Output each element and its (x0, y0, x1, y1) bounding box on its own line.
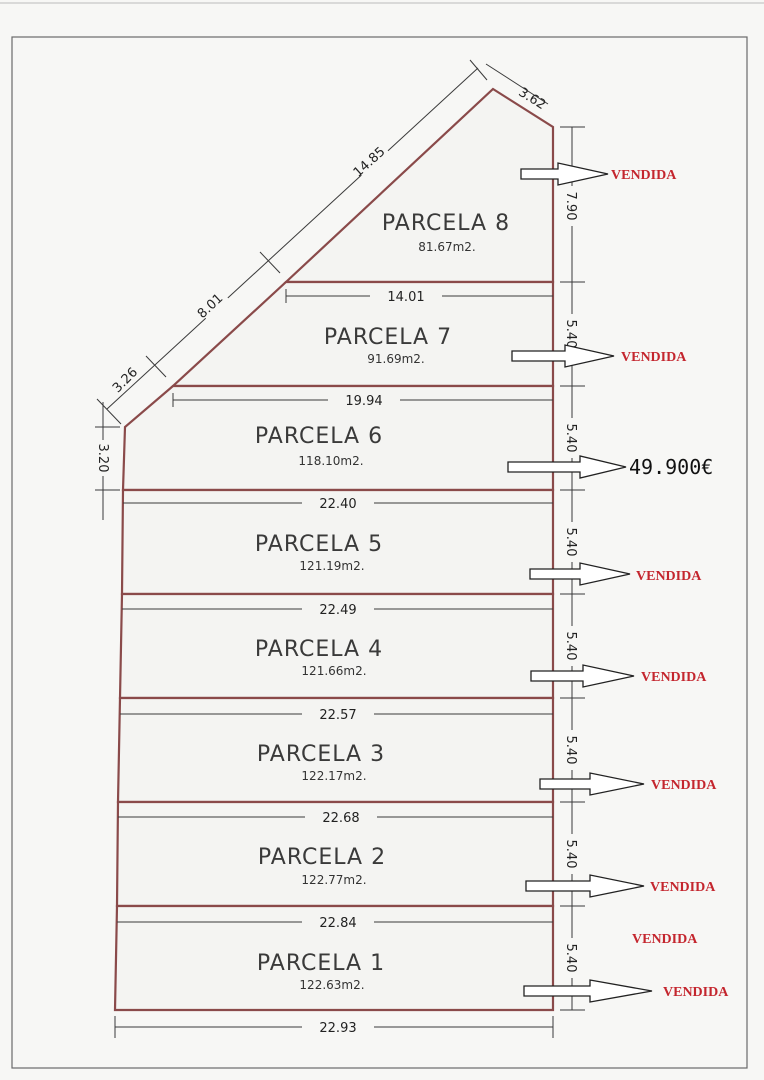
status-parcel-3: VENDIDA (651, 778, 717, 793)
dim-depth-parcel-8: 7.90 (563, 192, 578, 221)
parcel-6-area: 118.10m2. (298, 454, 363, 468)
status-parcel-2: VENDIDA (650, 880, 716, 895)
price-parcel-6: 49.900€ (629, 455, 713, 479)
parcel-2-area: 122.77m2. (301, 873, 366, 887)
parcel-5-title: PARCELA 5 (255, 532, 383, 557)
parcel-2-title: PARCELA 2 (258, 845, 386, 870)
parcel-1-area: 122.63m2. (299, 978, 364, 992)
arrow-right-icon (523, 979, 653, 1003)
parcel-8-area: 81.67m2. (418, 240, 476, 254)
status-parcel-1: VENDIDA (663, 985, 729, 1000)
parcel-polygons (113, 87, 555, 1012)
parcel-8-title: PARCELA 8 (382, 211, 510, 236)
status-parcel-5: VENDIDA (636, 569, 702, 584)
status-parcel-4: VENDIDA (641, 670, 707, 685)
parcel-1[interactable] (113, 904, 555, 1012)
arrow-right-icon (507, 455, 627, 479)
dim-width-parcel-4: 22.49 (319, 603, 356, 618)
dim-width-parcel-2: 22.68 (322, 811, 359, 826)
arrow-right-icon (530, 664, 635, 688)
parcel-1-title: PARCELA 1 (257, 951, 385, 976)
dim-depth-parcel-4: 5.40 (563, 632, 578, 661)
parcel-4-title: PARCELA 4 (255, 637, 383, 662)
status-arrows (507, 162, 653, 1003)
dim-depth-parcel-5: 5.40 (563, 528, 578, 557)
status-extra: VENDIDA (632, 932, 698, 947)
parcel-3-area: 122.17m2. (301, 769, 366, 783)
diagonal-dimensions (96, 59, 549, 425)
dim-bottom-width: 22.93 (319, 1021, 356, 1036)
parcel-7-area: 91.69m2. (367, 352, 425, 366)
arrow-right-icon (539, 772, 645, 796)
dim-width-parcel-7: 14.01 (387, 290, 424, 305)
parcel-7-title: PARCELA 7 (324, 325, 452, 350)
parcel-4-area: 121.66m2. (301, 664, 366, 678)
dim-width-parcel-3: 22.57 (319, 708, 356, 723)
dim-depth-parcel-6: 5.40 (563, 424, 578, 453)
dim-left-side: 3.20 (95, 444, 110, 473)
parcel-5-area: 121.19m2. (299, 559, 364, 573)
dim-depth-parcel-2: 5.40 (563, 840, 578, 869)
arrow-right-icon (525, 874, 645, 898)
dim-depth-parcel-7: 5.40 (563, 320, 578, 349)
dim-diagonal-upper: 14.85 (351, 144, 389, 180)
dim-width-parcel-1: 22.84 (319, 916, 356, 931)
dim-width-parcel-6: 19.94 (345, 394, 382, 409)
arrow-right-icon (520, 162, 609, 186)
status-parcel-7: VENDIDA (621, 350, 687, 365)
drawing-border (11, 36, 748, 1069)
arrow-right-icon (529, 562, 631, 586)
arrow-right-icon (511, 344, 615, 368)
status-parcel-8: VENDIDA (611, 168, 677, 183)
dim-depth-parcel-1: 5.40 (563, 944, 578, 973)
dim-depth-parcel-3: 5.40 (563, 736, 578, 765)
dim-width-parcel-5: 22.40 (319, 497, 356, 512)
parcel-6-title: PARCELA 6 (255, 424, 383, 449)
parcel-3-title: PARCELA 3 (257, 742, 385, 767)
